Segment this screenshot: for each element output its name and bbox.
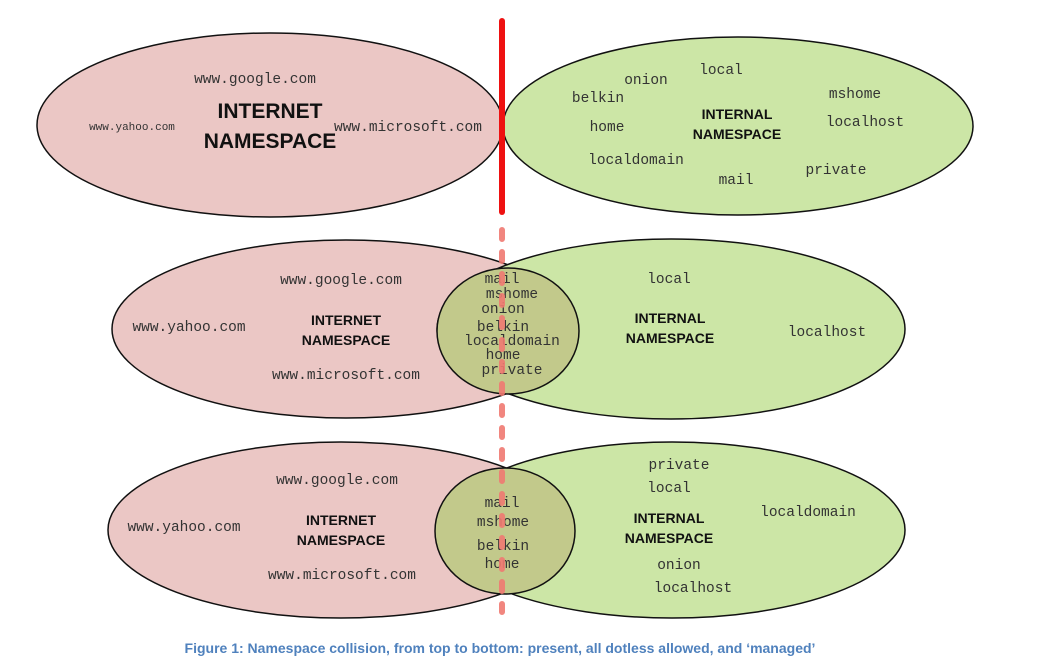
domain-label: private (649, 458, 710, 474)
colliding-domain-label: onion (481, 302, 525, 318)
domain-label: localhost (654, 581, 732, 597)
colliding-domain-label: mshome (486, 287, 538, 303)
namespace-title: INTERNET (218, 100, 323, 123)
domain-label: local (647, 481, 691, 497)
namespace-title: NAMESPACE (204, 130, 337, 153)
domain-label: www.yahoo.com (89, 122, 175, 134)
domain-label: www.microsoft.com (272, 368, 420, 384)
domain-label: www.google.com (276, 473, 398, 489)
domain-label: mail (719, 173, 754, 189)
overlap-region (436, 267, 580, 395)
colliding-domain-label: private (482, 363, 543, 379)
namespace-title: NAMESPACE (626, 330, 714, 346)
domain-label: onion (624, 73, 668, 89)
domain-label: mshome (829, 87, 881, 103)
row-present: www.google.com www.yahoo.com www.microso… (36, 32, 974, 218)
domain-label: local (699, 63, 743, 79)
namespace-title: NAMESPACE (625, 530, 713, 546)
domain-label: localdomain (588, 153, 684, 169)
row-all-dotless-allowed: www.google.com www.yahoo.com www.microso… (111, 238, 906, 420)
domain-label: private (806, 163, 867, 179)
namespace-title: NAMESPACE (297, 532, 385, 548)
domain-label: www.google.com (280, 273, 402, 289)
domain-label: www.google.com (194, 72, 316, 88)
overlap-region (434, 467, 576, 595)
domain-label: local (647, 272, 691, 288)
namespace-title: INTERNET (306, 512, 376, 528)
namespace-title: INTERNAL (702, 106, 773, 122)
domain-label: www.microsoft.com (334, 120, 482, 136)
figure-caption: Figure 1: Namespace collision, from top … (184, 640, 816, 656)
domain-label: home (590, 120, 625, 136)
domain-label: www.yahoo.com (127, 520, 240, 536)
domain-label: www.microsoft.com (268, 568, 416, 584)
colliding-domain-label: localdomain (464, 334, 560, 350)
namespace-title: NAMESPACE (302, 332, 390, 348)
domain-label: localdomain (760, 505, 856, 521)
domain-label: belkin (572, 91, 624, 107)
namespace-title: INTERNET (311, 312, 381, 328)
row-managed: www.google.com www.yahoo.com www.microso… (107, 441, 906, 619)
colliding-domain-label: home (486, 348, 521, 364)
domain-label: www.yahoo.com (132, 320, 245, 336)
namespace-title: INTERNAL (634, 510, 705, 526)
namespace-title: NAMESPACE (693, 126, 781, 142)
namespace-title: INTERNAL (635, 310, 706, 326)
domain-label: localhost (826, 115, 904, 131)
domain-label: onion (657, 558, 701, 574)
domain-label: localhost (788, 325, 866, 341)
